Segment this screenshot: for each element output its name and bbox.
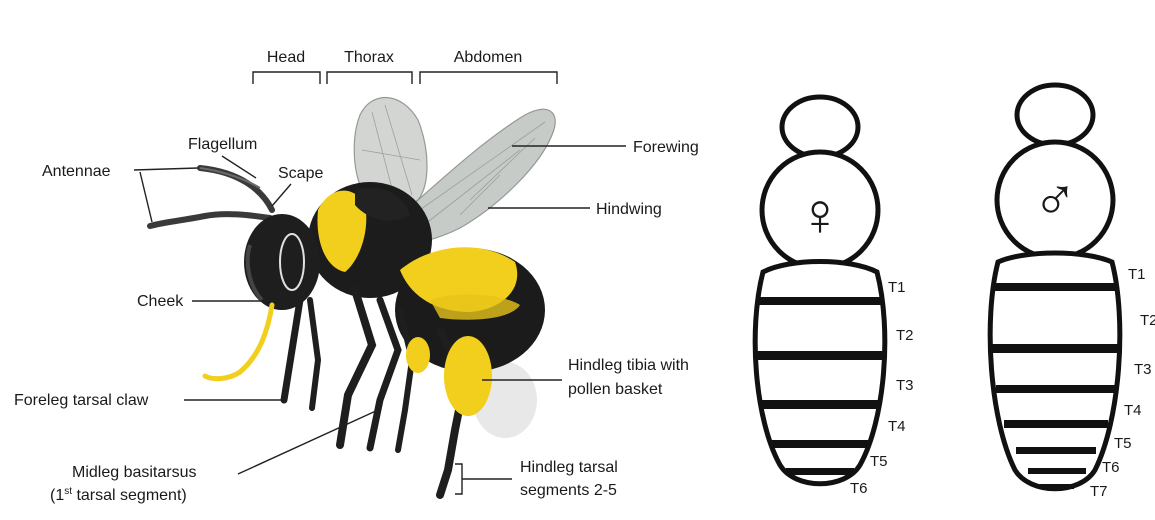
label-foreleg-claw: Foreleg tarsal claw bbox=[14, 392, 149, 409]
female-seg-t5: T5 bbox=[870, 453, 888, 470]
female-schematic bbox=[755, 97, 885, 484]
pollen-basket bbox=[444, 336, 492, 416]
label-forewing: Forewing bbox=[633, 139, 699, 156]
label-thorax: Thorax bbox=[344, 49, 394, 66]
label-hind-tibia-line2: pollen basket bbox=[568, 381, 663, 398]
label-cheek: Cheek bbox=[137, 293, 184, 310]
region-brackets: Head Thorax Abdomen bbox=[253, 49, 557, 84]
bee-illustration bbox=[150, 98, 555, 495]
label-hind-tarsal-line2: segments 2-5 bbox=[520, 482, 617, 499]
male-seg-t4: T4 bbox=[1124, 402, 1142, 419]
male-seg-t3: T3 bbox=[1134, 361, 1152, 378]
label-hind-tarsal-line1: Hindleg tarsal bbox=[520, 459, 618, 476]
label-flagellum: Flagellum bbox=[188, 136, 257, 153]
label-antennae: Antennae bbox=[42, 163, 111, 180]
female-abdomen bbox=[755, 262, 885, 484]
label-head: Head bbox=[267, 49, 305, 66]
male-seg-t1: T1 bbox=[1128, 266, 1146, 283]
female-seg-t1: T1 bbox=[888, 279, 906, 296]
label-abdomen: Abdomen bbox=[454, 49, 523, 66]
proboscis bbox=[205, 305, 272, 379]
male-seg-t5: T5 bbox=[1114, 435, 1132, 452]
female-symbol: ♀ bbox=[798, 181, 843, 248]
head-shape bbox=[244, 214, 320, 310]
female-head bbox=[782, 97, 858, 157]
female-seg-t6: T6 bbox=[850, 480, 868, 497]
label-midleg-line2: (1st tarsal segment) bbox=[50, 486, 187, 504]
female-seg-t2: T2 bbox=[896, 327, 914, 344]
anatomy-labels: Flagellum Antennae Scape Cheek Foreleg t… bbox=[14, 136, 378, 504]
male-symbol: ♂ bbox=[1033, 166, 1078, 233]
label-scape: Scape bbox=[278, 165, 323, 182]
antenna-lower bbox=[150, 214, 270, 226]
antenna-upper bbox=[200, 168, 272, 210]
female-seg-t4: T4 bbox=[888, 418, 906, 435]
male-seg-t7: T7 bbox=[1090, 483, 1108, 500]
label-hind-tibia-line1: Hindleg tibia with bbox=[568, 357, 689, 374]
label-hindwing: Hindwing bbox=[596, 201, 662, 218]
male-seg-t6: T6 bbox=[1102, 459, 1120, 476]
label-midleg-line1: Midleg basitarsus bbox=[72, 464, 197, 481]
male-head bbox=[1017, 85, 1093, 145]
male-seg-t2: T2 bbox=[1140, 312, 1155, 329]
female-seg-t3: T3 bbox=[896, 377, 914, 394]
